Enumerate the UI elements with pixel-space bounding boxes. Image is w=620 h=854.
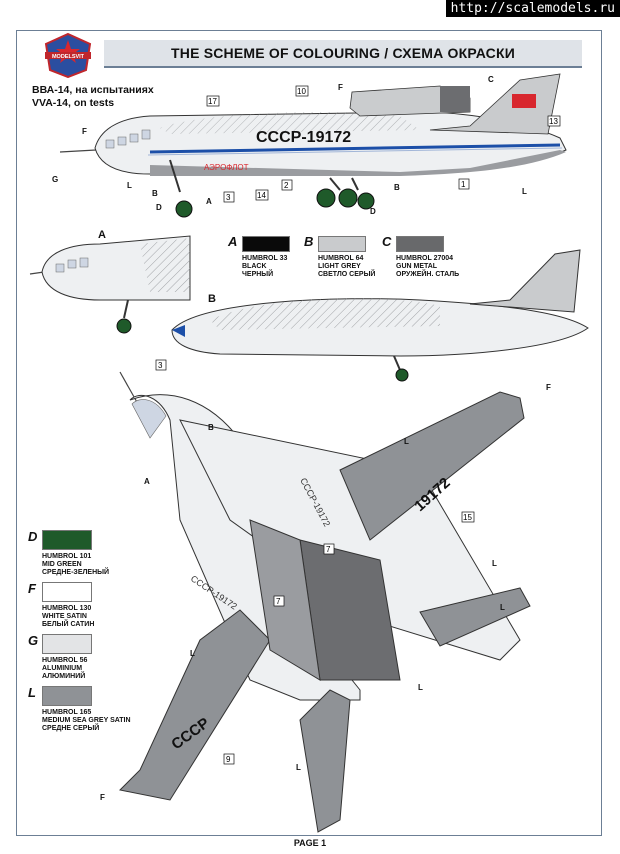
tag-f-top: F bbox=[338, 83, 343, 92]
swatch-a-letter: A bbox=[228, 234, 238, 249]
tag-d-wheel: D bbox=[156, 203, 162, 212]
tag-l-wing: L bbox=[404, 437, 409, 446]
side-view-caption: ВВА-14, на испытаниях VVA-14, on tests bbox=[32, 84, 154, 110]
swatch-f-name-en: WHITE SATIN bbox=[42, 613, 87, 620]
swatch-f-color bbox=[42, 582, 92, 602]
callout-17: 17 bbox=[208, 97, 217, 106]
detail-a-label: A bbox=[98, 229, 106, 241]
swatch-f-name-ru: БЕЛЫЙ САТИН bbox=[42, 621, 95, 628]
callout-7b: 7 bbox=[276, 597, 281, 606]
tag-c-engine: C bbox=[488, 75, 494, 84]
tag-b-main-gear: B bbox=[394, 183, 400, 192]
tag-l-stab-2: L bbox=[500, 603, 505, 612]
swatch-a-brand: HUMBROL 33 bbox=[242, 255, 288, 262]
swatch-g-letter: G bbox=[28, 633, 39, 648]
swatch-g-name-ru: АЛЮМИНИЙ bbox=[42, 673, 86, 680]
tag-a-plan: A bbox=[144, 477, 150, 486]
swatch-a-name-ru: ЧЕРНЫЙ bbox=[242, 271, 274, 278]
swatch-g-color bbox=[42, 634, 92, 654]
caption-en: VVA-14, on tests bbox=[32, 97, 115, 109]
tag-l-left-wing: L bbox=[190, 649, 195, 658]
swatch-g-brand: HUMBROL 56 bbox=[42, 657, 88, 664]
swatch-c-name-en: GUN METAL bbox=[396, 263, 438, 270]
detail-b-label: B bbox=[208, 293, 216, 305]
colour-letter-tags: F G L B A D B D C F L A B B A F L L L L … bbox=[52, 75, 551, 802]
detail-view-a bbox=[29, 235, 191, 334]
page-title: THE SCHEME OF COLOURING / СХЕМА ОКРАСКИ bbox=[104, 40, 582, 68]
callout-2: 2 bbox=[284, 181, 289, 190]
swatch-l-name-ru: СРЕДНЕ СЕРЫЙ bbox=[42, 725, 100, 732]
registration-text: СССР-19172 bbox=[256, 129, 351, 146]
swatch-b-brand: HUMBROL 64 bbox=[318, 255, 364, 262]
tag-d-main-wheel: D bbox=[370, 207, 376, 216]
callout-3-detail: 3 bbox=[158, 361, 163, 370]
tag-l-tail: L bbox=[522, 187, 527, 196]
swatch-d-brand: HUMBROL 101 bbox=[42, 553, 92, 560]
callout-1: 1 bbox=[461, 180, 466, 189]
page-number: PAGE 1 bbox=[293, 838, 327, 848]
tag-l-body: L bbox=[127, 181, 132, 190]
swatch-b-letter: B bbox=[304, 234, 314, 249]
detail-view-b bbox=[171, 249, 589, 382]
tag-l-stab: L bbox=[492, 559, 497, 568]
swatch-b-name-en: LIGHT GREY bbox=[318, 263, 361, 270]
swatch-l-letter: L bbox=[28, 685, 36, 700]
callout-14: 14 bbox=[257, 191, 266, 200]
swatch-b-color bbox=[318, 236, 366, 252]
swatch-l-name-en: MEDIUM SEA GREY SATIN bbox=[42, 717, 131, 724]
plan-view-aircraft: 19172 СССР СССР-19172 СССР-19172 bbox=[118, 371, 531, 833]
swatch-a-color bbox=[242, 236, 290, 252]
callout-9: 9 bbox=[226, 755, 231, 764]
callout-7a: 7 bbox=[326, 545, 331, 554]
tag-f-nose: F bbox=[82, 127, 87, 136]
swatch-a-name-en: BLACK bbox=[242, 263, 267, 270]
swatch-c-name-ru: ОРУЖЕЙН. СТАЛЬ bbox=[396, 271, 460, 278]
swatch-g-name-en: ALUMINIUM bbox=[42, 665, 83, 672]
callout-3: 3 bbox=[226, 193, 231, 202]
tag-f-left-tip: F bbox=[100, 793, 105, 802]
caption-ru: ВВА-14, на испытаниях bbox=[32, 84, 154, 96]
swatch-l-color bbox=[42, 686, 92, 706]
tag-l-pod: L bbox=[418, 683, 423, 692]
side-view-aircraft: СССР-19172 АЭРОФЛОТ bbox=[59, 73, 567, 218]
swatch-c-brand: HUMBROL 27004 bbox=[396, 255, 454, 262]
modelsvit-logo: MODELSVIT bbox=[44, 32, 92, 78]
logo-text: MODELSVIT bbox=[52, 54, 85, 60]
swatch-c-color bbox=[396, 236, 444, 252]
watermark-url[interactable]: http://scalemodels.ru bbox=[445, 0, 620, 17]
swatch-c-letter: C bbox=[382, 234, 392, 249]
tag-g-probe: G bbox=[52, 175, 58, 184]
swatch-l-brand: HUMBROL 165 bbox=[42, 709, 92, 716]
aeroflot-text: АЭРОФЛОТ bbox=[204, 163, 249, 172]
callout-15: 15 bbox=[463, 513, 472, 522]
tag-b-plan: B bbox=[208, 423, 214, 432]
tag-b-gear: B bbox=[152, 189, 158, 198]
tag-f-wingtip: F bbox=[546, 383, 551, 392]
swatch-f-letter: F bbox=[28, 581, 36, 596]
callout-numbers: 1 2 3 3 7 7 9 10 13 14 15 17 bbox=[155, 85, 561, 765]
swatch-d-name-ru: СРЕДНЕ-ЗЕЛЕНЫЙ bbox=[42, 569, 110, 576]
callout-10: 10 bbox=[297, 87, 306, 96]
swatch-d-letter: D bbox=[28, 529, 38, 544]
swatch-d-name-en: MID GREEN bbox=[42, 561, 82, 568]
callout-13: 13 bbox=[549, 117, 558, 126]
swatch-d-color bbox=[42, 530, 92, 550]
swatch-f-brand: HUMBROL 130 bbox=[42, 605, 92, 612]
tag-l-fin: L bbox=[296, 763, 301, 772]
swatch-b-name-ru: СВЕТЛО СЕРЫЙ bbox=[318, 271, 376, 278]
tag-a-gear: A bbox=[206, 197, 212, 206]
page-frame bbox=[16, 30, 602, 836]
